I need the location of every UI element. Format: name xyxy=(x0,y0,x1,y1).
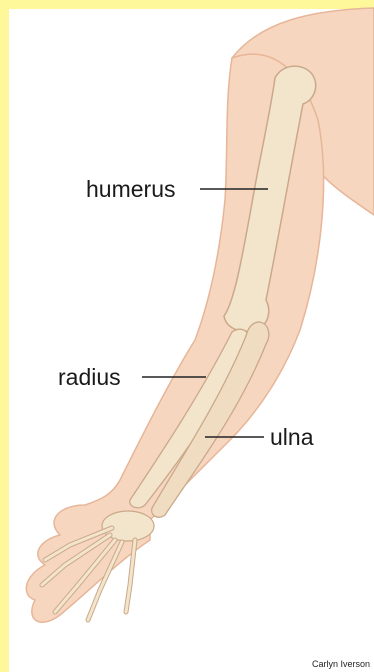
ulna-label: ulna xyxy=(270,426,313,449)
artist-credit: Carlyn Iverson xyxy=(312,659,370,669)
radius-label: radius xyxy=(58,366,121,389)
humerus-label: humerus xyxy=(86,178,175,201)
